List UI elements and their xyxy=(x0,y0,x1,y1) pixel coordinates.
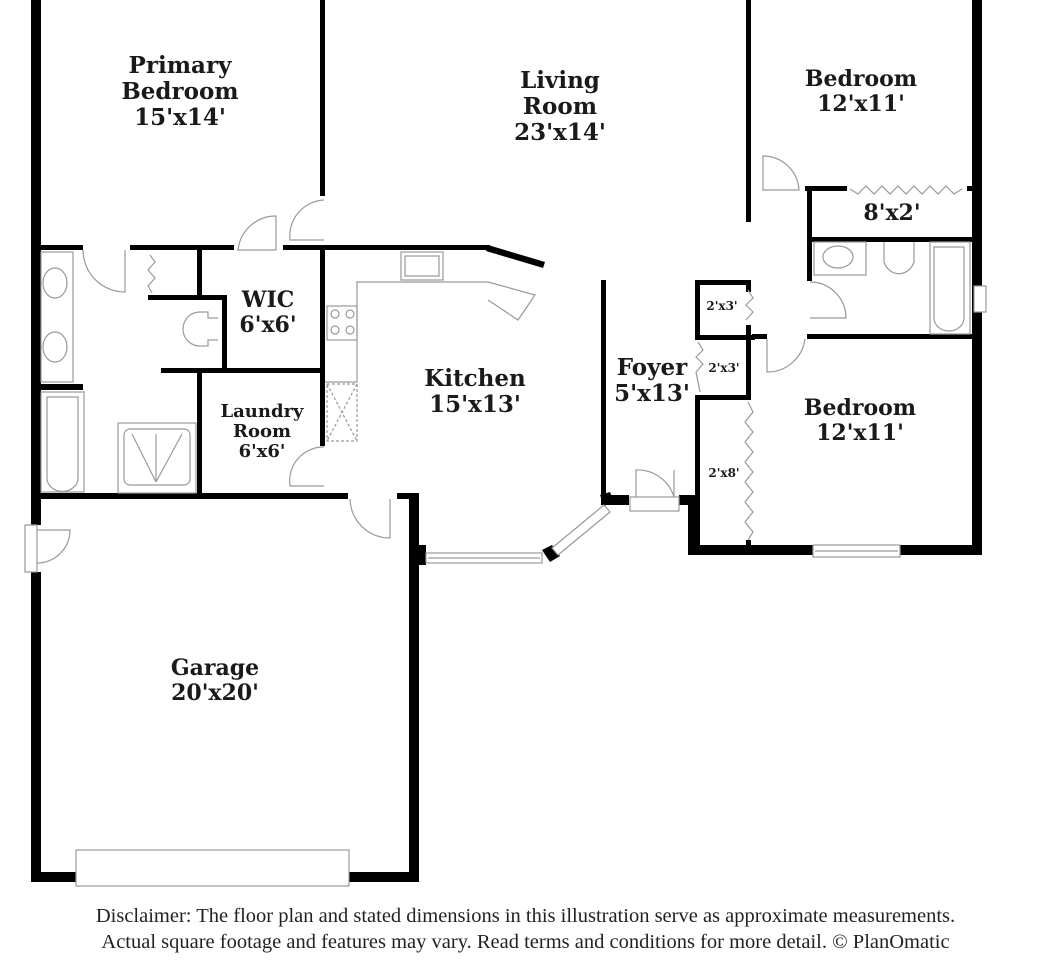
fixtures xyxy=(40,241,971,494)
room-label-bedroom-lower: Bedroom 12'x11' xyxy=(804,396,916,445)
walls xyxy=(31,0,982,882)
room-dimensions: 12'x11' xyxy=(816,419,904,446)
room-dimensions: 20'x20' xyxy=(171,679,259,706)
room-label-living-room: Living Room 23'x14' xyxy=(514,68,606,145)
room-name: Garage xyxy=(170,655,260,681)
room-dimensions: 6'x6' xyxy=(239,311,297,338)
room-label-closet-upper: 8'x2' xyxy=(863,201,920,226)
room-name: Bedroom xyxy=(803,395,917,421)
room-name: WIC xyxy=(241,287,295,313)
room-dimensions: 2'x3' xyxy=(706,299,738,313)
room-label-closet-b: 2'x3' xyxy=(708,361,740,375)
room-name: Room xyxy=(522,92,598,120)
room-dimensions: 6'x6' xyxy=(238,441,286,463)
closet-doors xyxy=(147,185,963,541)
room-label-garage: Garage 20'x20' xyxy=(171,656,259,705)
room-name: Laundry xyxy=(220,401,304,422)
room-name: Living xyxy=(520,67,600,94)
room-label-closet-a: 2'x3' xyxy=(706,299,738,313)
disclaimer-line-2: Actual square footage and features may v… xyxy=(101,931,950,953)
room-dimensions: 5'x13' xyxy=(614,379,690,407)
room-dimensions: 15'x13' xyxy=(429,390,521,418)
room-dimensions: 2'x8' xyxy=(708,466,740,480)
disclaimer-line-1: Disclaimer: The floor plan and stated di… xyxy=(95,905,956,927)
room-dimensions: 12'x11' xyxy=(817,90,905,117)
room-label-wic: WIC 6'x6' xyxy=(239,288,296,337)
room-name: Foyer xyxy=(616,354,688,381)
room-dimensions: 2'x3' xyxy=(708,361,740,375)
room-label-foyer: Foyer 5'x13' xyxy=(614,355,690,407)
room-label-laundry-room: Laundry Room 6'x6' xyxy=(220,401,304,463)
room-name: Bedroom xyxy=(121,77,239,105)
room-name: Primary xyxy=(128,52,232,79)
room-label-closet-c: 2'x8' xyxy=(708,466,740,480)
room-name: Bedroom xyxy=(804,66,918,92)
room-dimensions: 23'x14' xyxy=(514,118,606,146)
room-label-bedroom-upper: Bedroom 12'x11' xyxy=(805,67,917,116)
room-label-kitchen: Kitchen 15'x13' xyxy=(424,366,525,418)
room-name: Kitchen xyxy=(424,365,526,392)
room-dimensions: 15'x14' xyxy=(134,103,226,131)
room-dimensions: 8'x2' xyxy=(863,200,921,226)
room-label-primary-bedroom: Primary Bedroom 15'x14' xyxy=(121,53,238,130)
floor-plan xyxy=(24,0,987,887)
room-name: Room xyxy=(232,421,292,443)
windows xyxy=(24,285,987,887)
doors xyxy=(36,155,847,564)
